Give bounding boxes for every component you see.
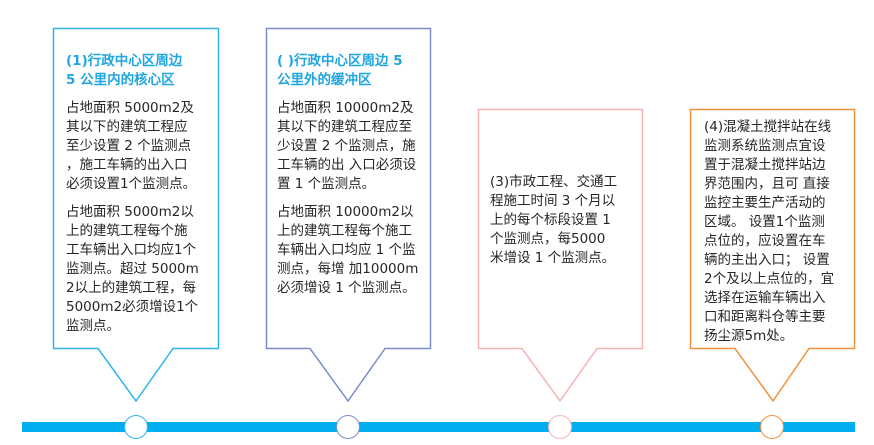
- callout-paragraph: 占地面积 5000m2以 上的建筑工程每个施 工车辆出入口均应1个 监测点。超过…: [66, 204, 199, 334]
- callout-title: (1)行政中心区周边 5 公里内的核心区: [66, 53, 183, 88]
- callout-paragraph: 占地面积 5000m2及 其以下的建筑工程应 至少设置 2 个监测点 ，施工车辆…: [66, 100, 197, 192]
- timeline-node-1: [124, 415, 148, 439]
- callout-paragraph: 占地面积 10000m2以 上的建筑工程每个施工 车辆出入口均应 1 个监 测点…: [277, 204, 419, 296]
- callout-paragraph: (4)混凝土搅拌站在线 监测系统监测点宜设 置于混凝土搅拌站边 界范围内，且可 …: [704, 119, 835, 344]
- callout-paragraph: (3)市政工程、交通工 程施工时间 3 个月以 上的每个标段设置 1 个监测点，…: [490, 174, 618, 266]
- timeline-node-3: [548, 415, 572, 439]
- timeline-node-4: [760, 415, 784, 439]
- callout-paragraph: 占地面积 10000m2及 其以下的建筑工程应至 少设置 2 个监测点，施 工车…: [277, 100, 417, 192]
- timeline-node-2: [336, 415, 360, 439]
- timeline-bar: [22, 422, 855, 432]
- callout-title: ( )行政中心区周边 5 公里外的缓冲区: [277, 53, 403, 88]
